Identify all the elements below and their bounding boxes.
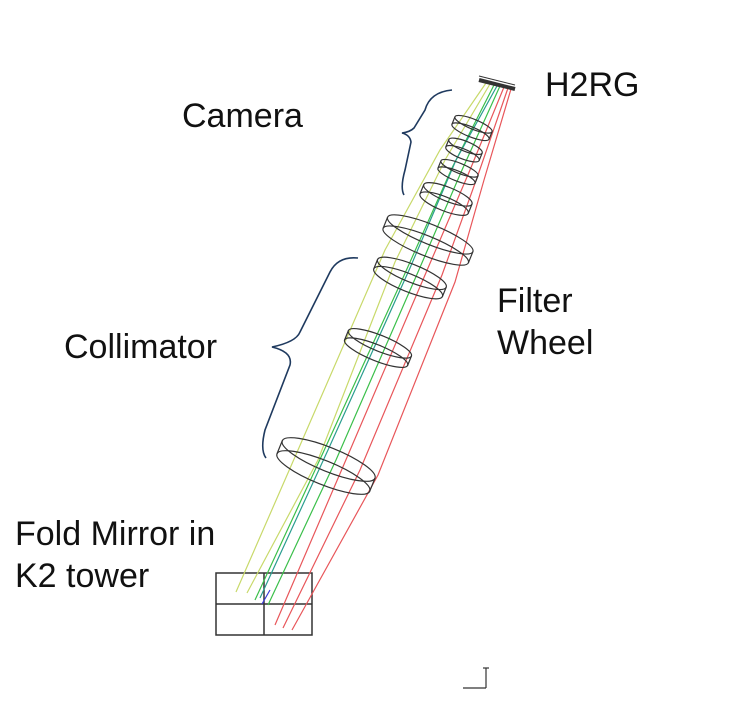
lens-edge-right — [369, 478, 376, 492]
h2rg-label: H2RG — [545, 66, 640, 104]
lens-edge-left — [382, 216, 389, 229]
lens-front-surface — [423, 182, 473, 207]
light-ray-8 — [282, 87, 509, 629]
lens-back-surface — [419, 191, 469, 216]
lens-element-2 — [343, 328, 413, 368]
collimator-label: Collimator — [64, 328, 218, 366]
lens-edge-right — [441, 286, 447, 297]
coordinate-axes-glyph — [463, 667, 489, 689]
fold-mirror-label: Fold Mirror in K2 tower — [15, 513, 215, 597]
lens-edge-right — [488, 131, 493, 140]
lens-edge-left — [276, 440, 283, 454]
lens-element-1 — [276, 437, 376, 495]
filter-wheel-label: Filter Wheel — [497, 280, 593, 364]
lens-edge-left — [437, 160, 442, 169]
lens-edge-right — [467, 251, 474, 264]
lens-element-6 — [437, 158, 479, 186]
light-ray-1 — [235, 82, 487, 593]
lens-edge-left — [373, 259, 379, 270]
collimator-bracket — [261, 256, 359, 459]
lens-element-4 — [382, 214, 474, 266]
light-ray-2 — [246, 83, 491, 594]
fold-mirror-box — [215, 572, 313, 636]
filter-wheel-label-line1: Filter — [497, 282, 573, 320]
lens-element-3 — [373, 256, 447, 300]
lens-train — [276, 114, 493, 495]
lens-element-5 — [419, 182, 473, 216]
lens-edge-right — [407, 355, 412, 366]
light-ray-7 — [274, 86, 505, 626]
light-ray-4 — [259, 85, 498, 599]
lens-edge-left — [344, 330, 349, 341]
lens-edge-right — [467, 203, 473, 214]
lens-edge-left — [419, 184, 425, 195]
filter-wheel-label-line2: Wheel — [497, 324, 594, 362]
lens-edge-left — [451, 116, 456, 125]
detector-plate — [478, 78, 516, 91]
camera-bracket — [401, 89, 453, 196]
lens-edge-right — [478, 152, 483, 161]
ray-bundle — [235, 82, 512, 631]
fold-mirror-label-line2: K2 tower — [15, 557, 150, 595]
lens-edge-left — [445, 139, 450, 148]
detector-edge — [478, 75, 516, 86]
light-ray-3 — [254, 84, 495, 601]
lens-element-8 — [451, 114, 493, 142]
h2rg-detector — [478, 75, 516, 91]
fold-mirror-label-line1: Fold Mirror in — [15, 515, 216, 553]
camera-label: Camera — [182, 97, 303, 135]
light-ray-5 — [261, 589, 271, 605]
lens-element-7 — [445, 137, 483, 163]
light-ray-9 — [291, 88, 512, 631]
light-ray-6 — [267, 85, 501, 606]
lens-edge-right — [474, 175, 479, 184]
